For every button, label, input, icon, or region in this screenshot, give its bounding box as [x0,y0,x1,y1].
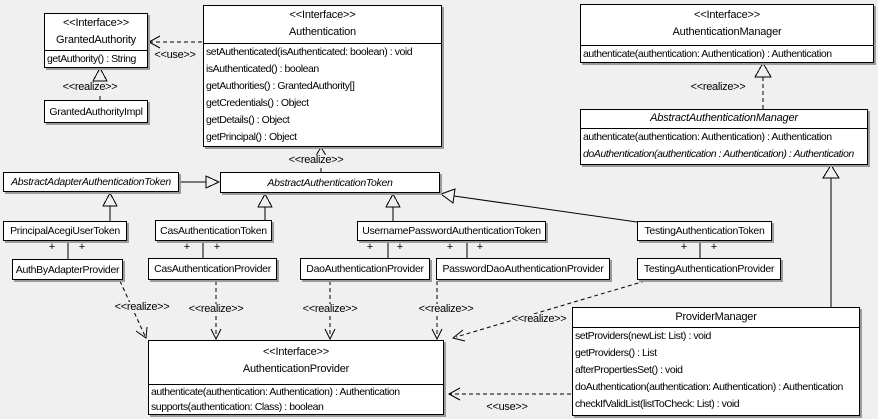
class-authentication-provider[interactable]: <<Interface>> AuthenticationProvider aut… [148,340,444,415]
class-abstract-authentication-token[interactable]: AbstractAuthenticationToken [220,172,440,193]
realize-label-grantedauthorityimpl: <<realize>> [61,81,119,93]
class-name: PrincipalAcegiUserToken [10,225,120,237]
class-cas-authentication-token[interactable]: CasAuthenticationToken [155,220,272,241]
edge-testing-provider-realizes-authentication-provider [451,280,646,342]
plus-upt-dao-right: + [396,241,404,253]
edge-principal-token-extends-adapter-token [102,191,118,221]
method: doAuthentication(authentication : Authen… [583,148,854,160]
realize-label-dao-provider: <<realize>> [301,303,359,315]
class-name: CasAuthenticationProvider [154,263,271,275]
class-username-password-authentication-token[interactable]: UsernamePasswordAuthenticationToken [357,221,546,241]
edge-passworddao-provider-realizes-authentication-provider [431,281,443,341]
method: setProviders(newList: List) : void [575,330,711,342]
plus-upt-pdao-left: + [446,241,454,253]
class-name: Authentication [289,26,356,38]
method: getPrincipal() : Object [206,131,297,143]
class-granted-authority[interactable]: <<Interface>> GrantedAuthority getAuthor… [44,13,148,68]
class-authentication[interactable]: <<Interface>> Authentication setAuthenti… [203,5,442,147]
method: supports(authentication: Class) : boolea… [151,401,324,413]
edge-authentication-uses-grantedauthority [147,35,202,49]
class-name: ProviderManager [675,311,757,323]
method: getCredentials() : Object [206,97,309,109]
class-name: GrantedAuthorityImpl [49,105,143,118]
stereotype: <<Interface>> [694,9,760,21]
class-name: CasAuthenticationToken [160,224,267,237]
edge-abstract-manager-realizes-authentication-manager [754,61,772,109]
stereotype: <<Interface>> [289,9,356,21]
class-testing-authentication-token[interactable]: TestingAuthenticationToken [637,221,772,241]
class-name: AbstractAuthenticationManager [650,112,798,124]
edge-adapter-token-extends-abstract-token [179,175,221,189]
class-name: PasswordDaoAuthenticationProvider [442,263,604,275]
method: checkIfValidList(listToCheck: List) : vo… [575,398,740,410]
edge-provider-manager-extends-abstract-authentication-manager [822,164,840,307]
class-authentication-manager[interactable]: <<Interface>> AuthenticationManager auth… [580,4,874,63]
class-name: TestingAuthenticationProvider [643,263,775,275]
class-name: AuthenticationProvider [242,363,350,375]
edge-testing-token-extends-abstract-token [439,188,638,223]
method: authenticate(authentication: Authenticat… [583,48,832,60]
class-name: AuthenticationManager [672,26,782,38]
method: getProviders() : List [575,347,657,359]
plus-testing-left: + [680,241,688,253]
plus-cas-left: + [183,241,191,253]
edge-cas-token-extends-abstract-token [257,192,273,220]
method: getAuthority() : String [47,53,136,65]
class-cas-authentication-provider[interactable]: CasAuthenticationProvider [148,258,277,280]
plus-cas-right: + [213,241,221,253]
class-abstract-authentication-manager[interactable]: AbstractAuthenticationManager authentica… [580,109,868,165]
method: doAuthentication(authentication: Authent… [575,381,843,393]
method: isAuthenticated() : boolean [206,63,319,75]
class-auth-by-adapter-provider[interactable]: AuthByAdapterProvider [12,259,123,280]
class-name: AuthByAdapterProvider [15,263,120,276]
class-password-dao-authentication-provider[interactable]: PasswordDaoAuthenticationProvider [436,258,610,280]
use-label-provider-manager: <<use>> [485,401,529,413]
method: setAuthenticated(isAuthenticated: boolea… [206,46,413,58]
class-provider-manager[interactable]: ProviderManager setProviders(newList: Li… [572,307,860,416]
plus-upt-pdao-right: + [476,241,484,253]
class-testing-authentication-provider[interactable]: TestingAuthenticationProvider [637,258,781,280]
method: getDetails() : Object [206,114,290,126]
plus-principal-right: + [78,241,86,253]
realize-label-authbyadapter: <<realize>> [113,301,171,313]
realize-label-abstract-manager: <<realize>> [689,81,747,93]
plus-testing-right: + [710,241,718,253]
plus-upt-dao-left: + [366,241,374,253]
class-name: TestingAuthenticationToken [644,225,765,237]
edge-usernamepassword-token-extends-abstract-token [385,192,401,221]
use-label-authentication-grantedauthority: <<use>> [153,49,197,61]
class-name: DaoAuthenticationProvider [306,263,424,275]
class-granted-authority-impl[interactable]: GrantedAuthorityImpl [44,100,148,123]
class-name: UsernamePasswordAuthenticationToken [362,225,541,237]
method: afterPropertiesSet() : void [575,364,683,376]
class-name: GrantedAuthority [56,34,136,46]
realize-label-abstract-token: <<realize>> [287,154,345,166]
realize-label-passworddao-provider: <<realize>> [417,303,475,315]
class-dao-authentication-provider[interactable]: DaoAuthenticationProvider [300,258,430,280]
method: getAuthorities() : GrantedAuthority[] [206,80,355,92]
method: authenticate(authentication: Authenticat… [583,131,832,143]
stereotype: <<Interface>> [63,17,129,29]
class-name: AbstractAdapterAuthenticationToken [11,176,171,188]
edge-provider-manager-uses-authentication-provider [447,387,571,401]
class-principal-acegi-user-token[interactable]: PrincipalAcegiUserToken [3,221,127,241]
method: authenticate(authentication: Authenticat… [151,386,400,398]
realize-label-testing-provider: <<realize>> [510,313,568,325]
class-name: AbstractAuthenticationToken [267,176,393,189]
edge-dao-provider-realizes-authentication-provider [324,281,336,341]
realize-label-cas-provider: <<realize>> [187,303,245,315]
plus-principal-left: + [48,241,56,253]
edge-cas-provider-realizes-authentication-provider [210,281,222,341]
stereotype: <<Interface>> [263,346,329,358]
class-abstract-adapter-authentication-token[interactable]: AbstractAdapterAuthenticationToken [3,172,179,192]
